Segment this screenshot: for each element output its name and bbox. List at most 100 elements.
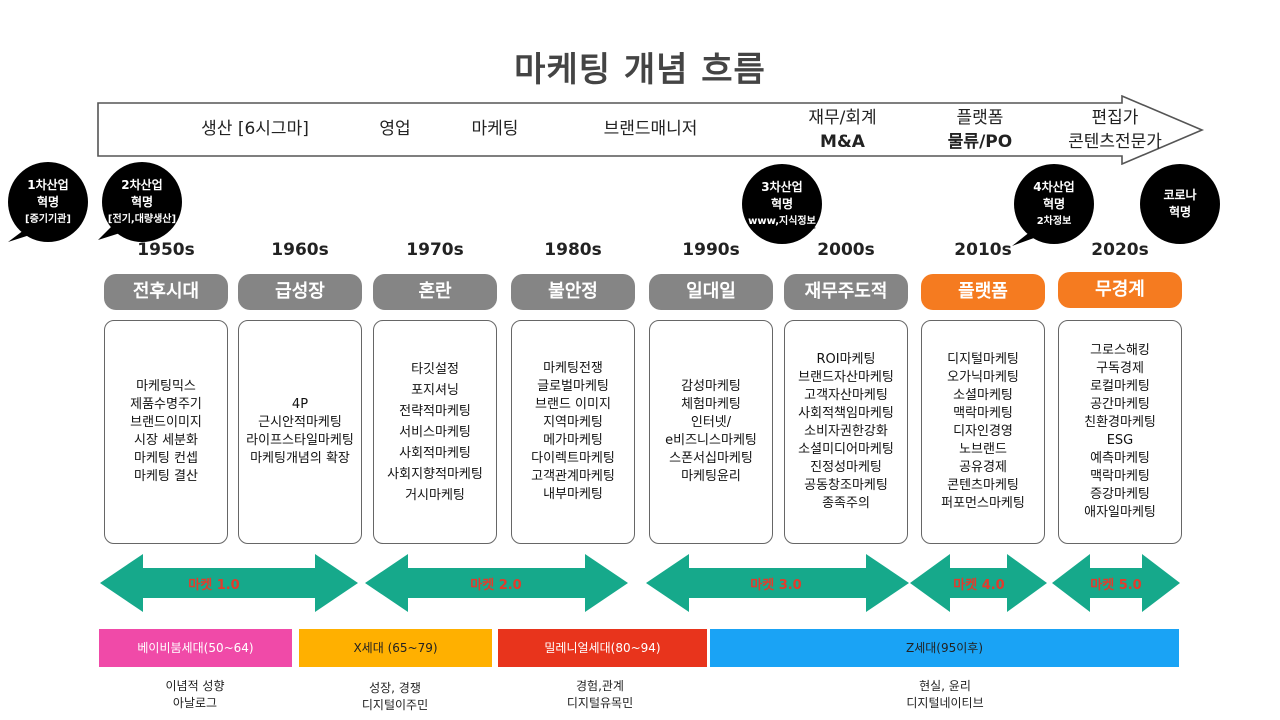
concept-item: 사회적책임마케팅 [798,406,894,421]
stage-label: 영업 [379,119,411,139]
stage-label: 마케팅 [471,119,519,139]
generation-bar: 베이비붐세대(50~64) [99,629,292,667]
generation-bar: Z세대(95이후) [710,629,1179,667]
era-label: 불안정 [511,274,635,310]
concept-item: 메가마케팅 [543,433,603,448]
concept-item: 고객관계마케팅 [531,469,615,484]
stage-label: 생산 [6시그마] [201,119,309,139]
concept-item: 시장 세분화 [134,433,198,448]
concept-item: 그로스해킹 [1090,343,1150,358]
concept-item: 콘텐츠마케팅 [947,478,1019,493]
era-label: 급성장 [238,274,362,310]
concept-item: 공간마케팅 [1090,397,1150,412]
era-label: 일대일 [649,274,773,310]
concept-item: 애자일마케팅 [1084,505,1156,520]
concept-item: 공유경제 [959,460,1007,475]
generation-bar: 밀레니얼세대(80~94) [498,629,707,667]
concept-item: 디지털마케팅 [947,352,1019,367]
concept-item: 근시안적마케팅 [258,415,342,430]
generation-bar: X세대 (65~79) [299,629,492,667]
era-label: 전후시대 [104,274,228,310]
concept-item: 라이프스타일마케팅 [246,433,354,448]
market-label: 마켓 1.0 [188,578,240,593]
concept-item: 타깃설정 [411,361,459,377]
concept-item: 마케팅 결산 [134,469,198,484]
concept-item: 고객자산마케팅 [804,388,888,403]
concept-item: 마케팅 컨셉 [134,451,198,466]
market-arrows [100,554,1180,612]
market-label: 마켓 5.0 [1090,578,1142,593]
decade-year: 2010s [954,240,1012,260]
concept-item: ROI마케팅 [816,352,876,367]
concept-item: 예측마케팅 [1090,451,1150,466]
concept-item: 맥락마케팅 [1090,469,1150,484]
concept-item: 체험마케팅 [681,397,741,412]
concept-item: 소비자권한강화 [804,424,888,439]
concept-item: 마케팅윤리 [681,469,741,484]
decade-year: 1970s [406,240,464,260]
concept-item: 포지셔닝 [411,382,459,398]
concept-item: 거시마케팅 [405,487,465,503]
market-label: 마켓 4.0 [953,578,1005,593]
concept-item: 4P [291,397,309,412]
concept-item: e비즈니스마케팅 [665,433,757,448]
concept-item: 스폰서십마케팅 [669,451,753,466]
decade-year: 2000s [817,240,875,260]
concept-item: 지역마케팅 [543,415,603,430]
concept-item: 제품수명주기 [130,397,202,412]
page-title: 마케팅 개념 흐름 [514,50,766,90]
concept-item: 구독경제 [1096,361,1144,376]
stage-label: 브랜드매니저 [603,119,698,139]
concept-item: 감성마케팅 [681,379,741,394]
concept-item: 로컬마케팅 [1090,379,1150,394]
decade-year: 1980s [544,240,602,260]
concept-item: 디자인경영 [953,424,1013,439]
era-label: 플랫폼 [921,274,1045,310]
concept-item: 노브랜드 [959,442,1007,457]
market-label: 마켓 3.0 [750,578,802,593]
concept-item: 마케팅전쟁 [543,361,603,376]
concept-item: 브랜드자산마케팅 [798,370,894,385]
decade-year: 1990s [682,240,740,260]
concept-item: 친환경마케팅 [1084,415,1156,430]
concept-item: 다이렉트마케팅 [531,451,615,466]
concept-item: 마케팅개념의 확장 [250,451,350,466]
era-label: 혼란 [373,274,497,310]
concept-item: 맥락마케팅 [953,406,1013,421]
concept-item: 퍼포먼스마케팅 [941,496,1025,511]
market-label: 마켓 2.0 [470,578,522,593]
concept-item: 소셜미디어마케팅 [798,442,894,457]
era-label: 무경계 [1058,272,1182,308]
concept-item: 브랜드 이미지 [535,397,611,412]
concept-item: 마케팅믹스 [136,379,196,394]
timeline-arrow [97,95,1205,165]
concept-item: 진정성마케팅 [810,460,882,475]
concept-item: 글로벌마케팅 [537,379,609,394]
concept-item: 오가닉마케팅 [947,370,1019,385]
decade-year: 2020s [1091,240,1149,260]
concept-item: 공동창조마케팅 [804,478,888,493]
concept-item: 사회지향적마케팅 [387,466,483,482]
concept-item: 증강마케팅 [1090,487,1150,502]
concept-item: 종족주의 [822,496,870,511]
decade-year: 1950s [137,240,195,260]
